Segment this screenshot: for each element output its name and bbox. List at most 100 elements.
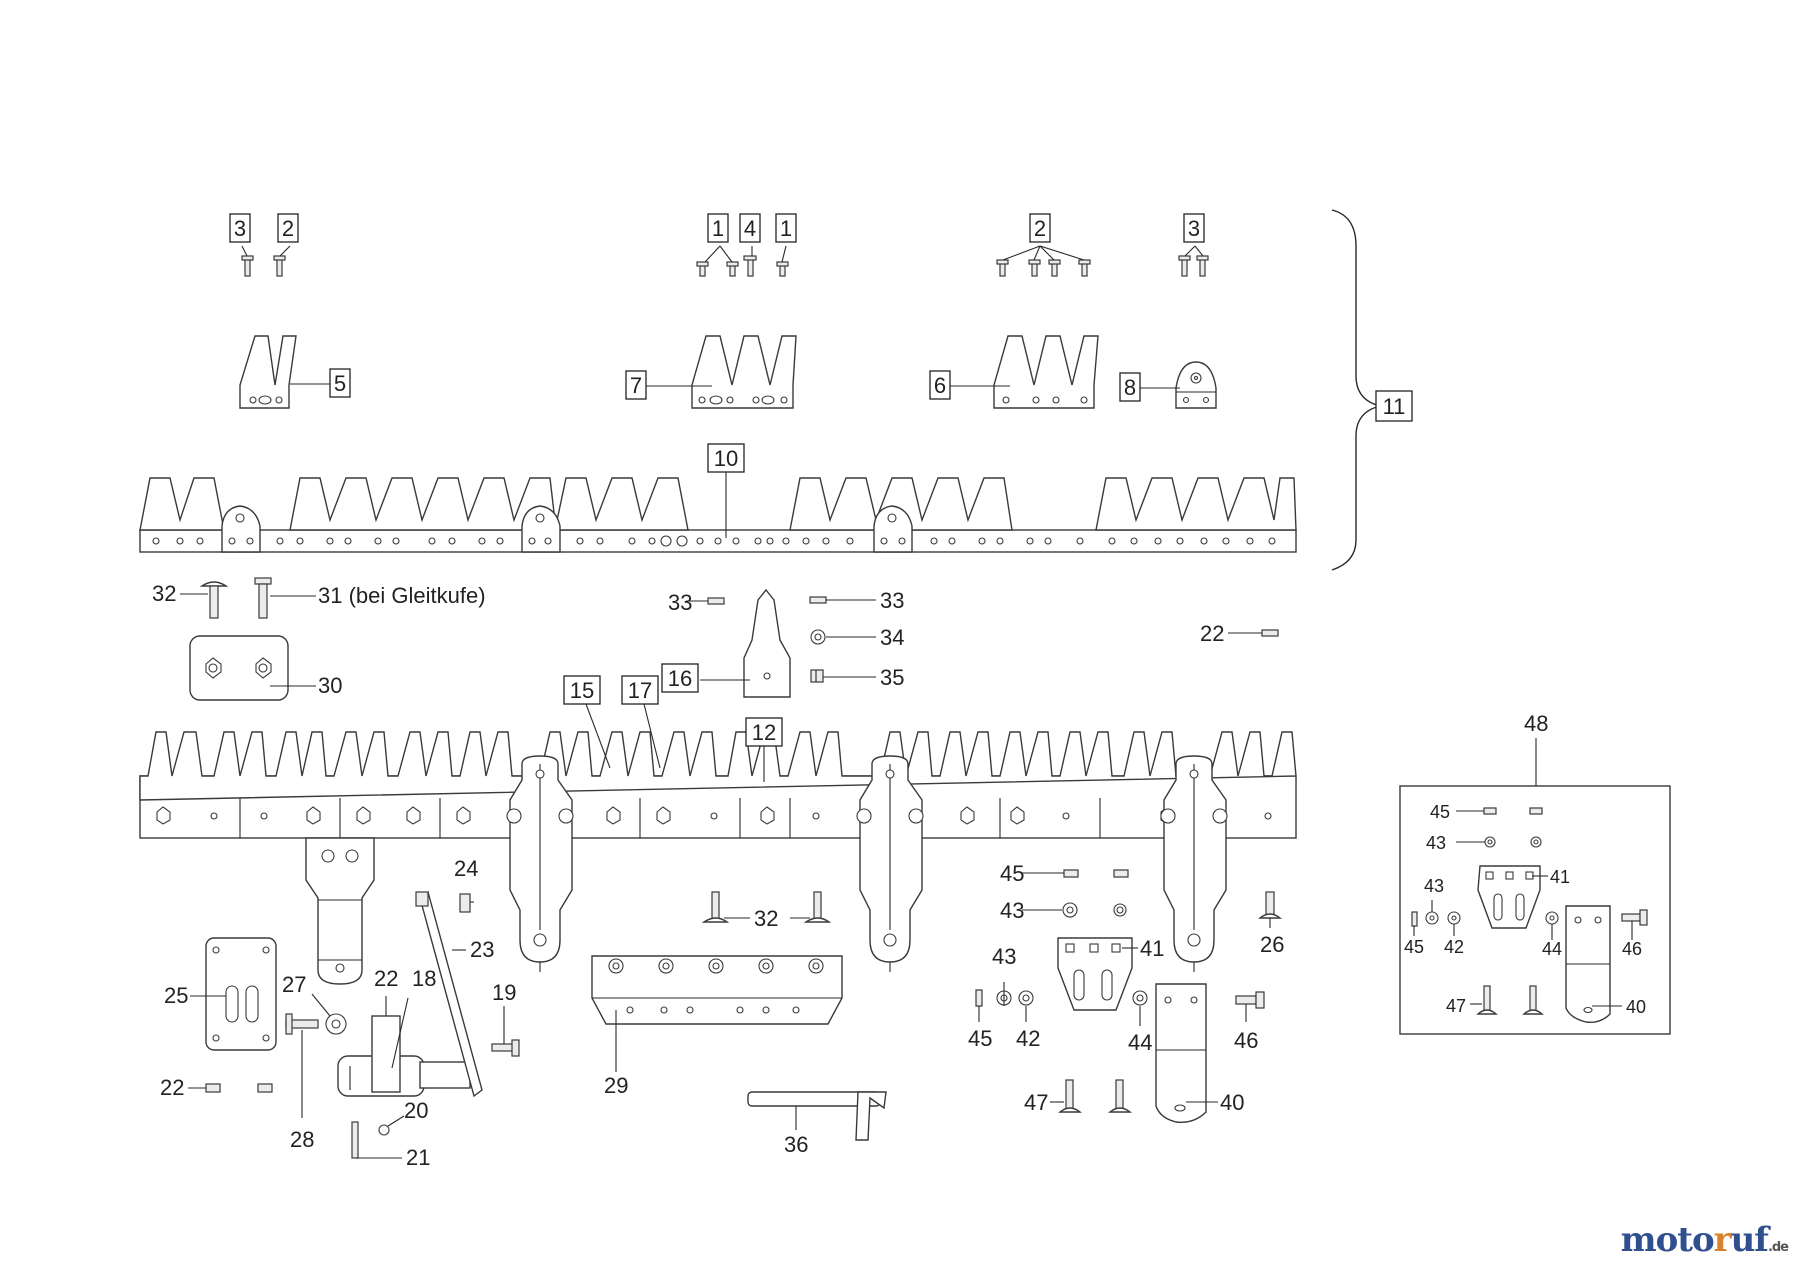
label-5: 5 bbox=[329, 368, 351, 398]
clip-20 bbox=[378, 1115, 405, 1136]
label-35: 35 bbox=[880, 665, 904, 690]
label-21: 21 bbox=[406, 1145, 430, 1170]
label-26: 26 bbox=[1260, 932, 1284, 957]
label-6: 6 bbox=[929, 370, 951, 400]
bolt-19 bbox=[491, 1006, 520, 1057]
label-32-left: 32 bbox=[152, 581, 176, 606]
label-11: 11 bbox=[1375, 390, 1413, 422]
svg-text:6: 6 bbox=[934, 373, 946, 398]
label-46-a: 46 bbox=[1234, 1028, 1258, 1053]
watermark-part1: moto bbox=[1620, 1220, 1715, 1260]
knife-bar-holes bbox=[152, 535, 1276, 547]
label-40-b: 40 bbox=[1626, 997, 1646, 1017]
pin-24 bbox=[459, 893, 474, 913]
label-42-a: 42 bbox=[1016, 1026, 1040, 1051]
label-29: 29 bbox=[604, 1073, 628, 1098]
bolts-32-pair bbox=[701, 891, 832, 923]
svg-text:12: 12 bbox=[752, 720, 776, 745]
guard-16 bbox=[700, 588, 791, 698]
watermark-tld: .de bbox=[1767, 1240, 1789, 1255]
label-4: 4 bbox=[739, 213, 761, 243]
svg-text:15: 15 bbox=[570, 678, 594, 703]
small-parts-33-35 bbox=[686, 596, 1279, 683]
knife-holder-right bbox=[1160, 755, 1228, 972]
label-27: 27 bbox=[282, 972, 306, 997]
bolt-46 bbox=[1235, 991, 1265, 1022]
label-17: 17 bbox=[621, 675, 659, 705]
label-47-a: 47 bbox=[1024, 1090, 1048, 1115]
label-20: 20 bbox=[404, 1098, 428, 1123]
label-33-right: 33 bbox=[880, 588, 904, 613]
svg-text:17: 17 bbox=[628, 678, 652, 703]
label-19: 19 bbox=[492, 980, 516, 1005]
small-parts-45-43 bbox=[975, 869, 1148, 1026]
label-45-a: 45 bbox=[1000, 861, 1024, 886]
watermark-logo: motoruf.de bbox=[1620, 1220, 1789, 1260]
label-22-middle: 22 bbox=[374, 966, 398, 991]
label-47-b: 47 bbox=[1446, 996, 1466, 1016]
knife-assembly-10 bbox=[139, 472, 1297, 553]
label-24: 24 bbox=[454, 856, 478, 881]
knife-holder-middle bbox=[856, 755, 924, 972]
label-3-right: 3 bbox=[1183, 213, 1205, 243]
label-15: 15 bbox=[563, 675, 601, 705]
lever-23 bbox=[415, 890, 483, 1098]
svg-text:11: 11 bbox=[1383, 394, 1406, 419]
watermark-part3: uf bbox=[1730, 1220, 1769, 1260]
label-16: 16 bbox=[661, 663, 699, 693]
assembly-brace-11 bbox=[1331, 209, 1381, 571]
label-22-right: 22 bbox=[1200, 621, 1224, 646]
rod-36 bbox=[747, 1091, 887, 1141]
label-34: 34 bbox=[880, 625, 904, 650]
pivot-18 bbox=[337, 997, 471, 1097]
label-8: 8 bbox=[1119, 372, 1141, 402]
slide-40 bbox=[1155, 983, 1218, 1123]
label-48: 48 bbox=[1524, 711, 1548, 736]
label-25: 25 bbox=[164, 983, 188, 1008]
svg-text:16: 16 bbox=[668, 666, 692, 691]
svg-text:3: 3 bbox=[1188, 216, 1200, 241]
label-42-b: 42 bbox=[1444, 937, 1464, 957]
label-7: 7 bbox=[625, 370, 647, 400]
watermark-part2: r bbox=[1713, 1220, 1732, 1260]
wear-plate-29 bbox=[591, 955, 843, 1072]
screw-group-top bbox=[241, 245, 1209, 277]
label-40-a: 40 bbox=[1220, 1090, 1244, 1115]
bolt-32-left bbox=[180, 581, 229, 619]
bolt-28 bbox=[285, 1013, 319, 1118]
cutter-bar-12 bbox=[139, 731, 1297, 839]
svg-text:1: 1 bbox=[712, 216, 724, 241]
label-43-d: 43 bbox=[1424, 876, 1444, 896]
label-18: 18 bbox=[412, 966, 436, 991]
label-10: 10 bbox=[707, 443, 745, 473]
label-2-right: 2 bbox=[1029, 213, 1051, 243]
label-41-b: 41 bbox=[1550, 867, 1570, 887]
svg-text:3: 3 bbox=[234, 216, 246, 241]
label-1-left: 1 bbox=[707, 213, 729, 243]
label-23: 23 bbox=[470, 937, 494, 962]
label-43-a: 43 bbox=[1000, 898, 1024, 923]
knife-clip-8 bbox=[1175, 361, 1217, 409]
label-41-a: 41 bbox=[1140, 936, 1164, 961]
label-31: 31 (bei Gleitkufe) bbox=[318, 583, 486, 608]
label-1-right: 1 bbox=[775, 213, 797, 243]
label-2-left: 2 bbox=[277, 213, 299, 243]
svg-text:8: 8 bbox=[1124, 375, 1136, 400]
label-22-left: 22 bbox=[160, 1075, 184, 1100]
knife-holder-left bbox=[506, 755, 574, 972]
svg-text:10: 10 bbox=[714, 446, 738, 471]
label-32-middle: 32 bbox=[754, 906, 778, 931]
svg-text:2: 2 bbox=[1034, 216, 1046, 241]
washer-27 bbox=[311, 993, 347, 1035]
mount-bracket bbox=[305, 837, 375, 985]
label-43-c: 43 bbox=[1426, 833, 1446, 853]
label-45-c: 45 bbox=[1430, 802, 1450, 822]
label-28: 28 bbox=[290, 1127, 314, 1152]
label-44-a: 44 bbox=[1128, 1030, 1152, 1055]
slide-plate-30 bbox=[189, 635, 316, 701]
svg-text:2: 2 bbox=[282, 216, 294, 241]
knife-section-5 bbox=[239, 335, 297, 409]
knife-section-7 bbox=[691, 335, 797, 409]
bolts-47-pair bbox=[1050, 1079, 1132, 1113]
